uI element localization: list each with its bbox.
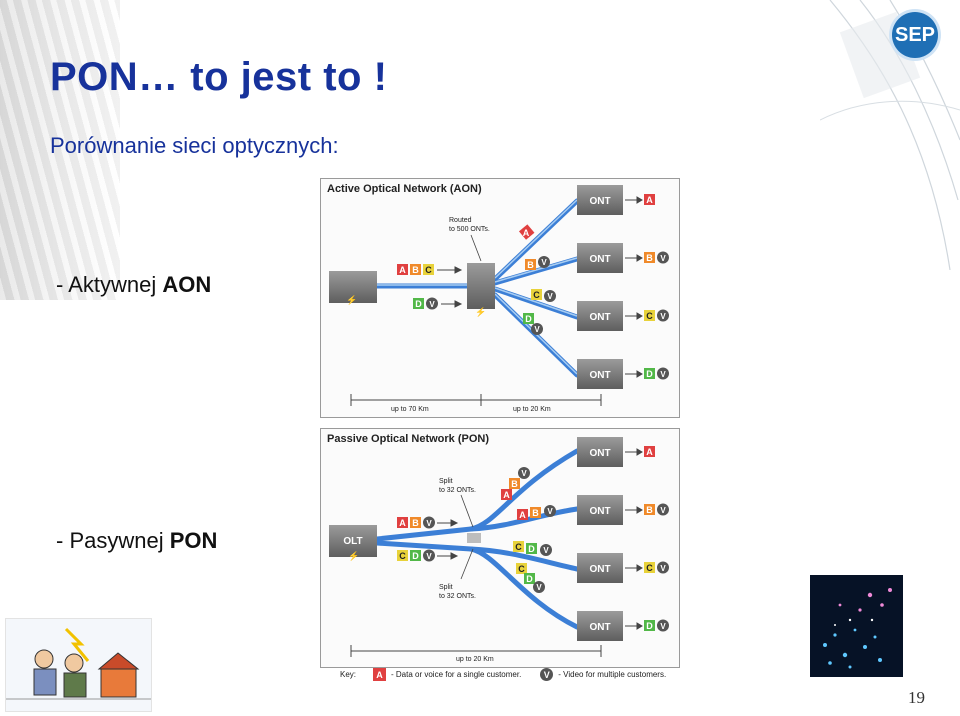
svg-text:D: D [525,314,532,324]
pon-diagram-title: Passive Optical Network (PON) [327,433,489,445]
svg-text:D: D [415,299,422,309]
svg-text:V: V [521,469,527,478]
aon-distance-2: up to 20 Km [513,406,551,413]
svg-text:B: B [532,508,539,518]
svg-text:C: C [515,542,522,552]
svg-text:ONT: ONT [589,506,610,517]
svg-text:B: B [412,518,419,528]
svg-text:V: V [429,300,435,309]
optical-fiber-photo [810,575,903,677]
pon-split-note-4: to 32 ONTs. [439,593,476,600]
svg-text:B: B [646,505,653,515]
svg-text:V: V [534,325,540,334]
ont-box [577,243,623,273]
svg-text:B: B [412,265,419,275]
aon-central-office-box [329,271,377,303]
svg-text:C: C [518,564,525,574]
svg-text:A: A [523,228,530,238]
aon-diagram: Active Optical Network (AON) ⚡ ⚡ A [320,178,680,418]
svg-text:ONT: ONT [589,564,610,575]
svg-text:D: D [646,621,653,631]
svg-text:D: D [412,551,419,561]
lightning-icon: ⚡ [475,306,486,318]
svg-text:A: A [399,265,406,275]
ont-box [577,495,623,525]
key-v-symbol: V [540,668,554,681]
background-decoration-left [0,0,120,300]
aon-routed-note-1: Routed [449,217,472,224]
key-v-text: - Video for multiple customers. [558,670,667,679]
background-decoration-right [820,0,960,270]
svg-text:ONT: ONT [589,254,610,265]
svg-text:A: A [519,510,526,520]
pon-splitter [467,533,481,543]
pon-olt-label: OLT [343,536,362,547]
ont-box [577,359,623,389]
svg-text:A: A [646,195,653,205]
svg-text:V: V [543,546,549,555]
svg-text:C: C [425,265,432,275]
pon-split-note-2: to 32 ONTs. [439,487,476,494]
key-label: Key: [340,670,357,679]
svg-text:V: V [547,507,553,516]
svg-text:D: D [646,369,653,379]
svg-text:C: C [399,551,406,561]
key-a-symbol: A [373,668,387,681]
bullet-aon: - Aktywnej AON [56,272,212,297]
svg-text:C: C [533,290,540,300]
svg-text:V: V [660,254,666,263]
svg-text:A: A [646,447,653,457]
svg-text:V: V [660,370,666,379]
key-a-text: - Data or voice for a single customer. [391,670,522,679]
ont-box [577,437,623,467]
pon-distance: up to 20 Km [456,656,494,663]
svg-text:C: C [646,563,653,573]
svg-text:V: V [660,564,666,573]
aon-diagram-title: Active Optical Network (AON) [327,183,482,195]
pon-olt-box [329,525,377,557]
svg-text:ONT: ONT [589,196,610,207]
sep-logo: SEP [892,12,938,58]
svg-text:D: D [528,544,535,554]
ont-box [577,611,623,641]
workers-cartoon-image [5,618,152,712]
svg-text:ONT: ONT [589,448,610,459]
svg-text:B: B [646,253,653,263]
svg-text:V: V [660,622,666,631]
svg-text:A: A [503,490,510,500]
pon-split-note-1: Split [439,478,453,485]
svg-text:V: V [426,519,432,528]
pon-split-note-3: Split [439,584,453,591]
svg-text:V: V [541,258,547,267]
aon-distance-1: up to 70 Km [391,406,429,413]
svg-text:ONT: ONT [589,622,610,633]
ont-box [577,185,623,215]
aon-active-switch [467,263,495,309]
svg-text:A: A [399,518,406,528]
pon-fibers [374,448,580,630]
svg-text:ONT: ONT [589,370,610,381]
svg-text:C: C [646,311,653,321]
svg-text:B: B [527,260,534,270]
page-title: PON… to jest to ! [50,55,388,99]
lightning-icon: ⚡ [346,294,357,306]
svg-text:D: D [526,574,533,584]
diagram-key: Key: A - Data or voice for a single cust… [340,668,666,681]
svg-text:V: V [547,292,553,301]
svg-text:V: V [660,312,666,321]
pon-diagram: Passive Optical Network (PON) OLT ⚡ A B … [320,428,680,668]
svg-text:V: V [426,552,432,561]
page-number: 19 [908,688,925,707]
page-subtitle: Porównanie sieci optycznych: [50,133,339,158]
ont-box [577,553,623,583]
lightning-icon: ⚡ [348,550,359,562]
bullet-pon: - Pasywnej PON [56,528,218,553]
svg-text:ONT: ONT [589,312,610,323]
svg-text:B: B [511,479,518,489]
aon-routed-note-2: to 500 ONTs. [449,226,490,233]
svg-text:V: V [660,506,666,515]
svg-text:V: V [536,583,542,592]
ont-box [577,301,623,331]
